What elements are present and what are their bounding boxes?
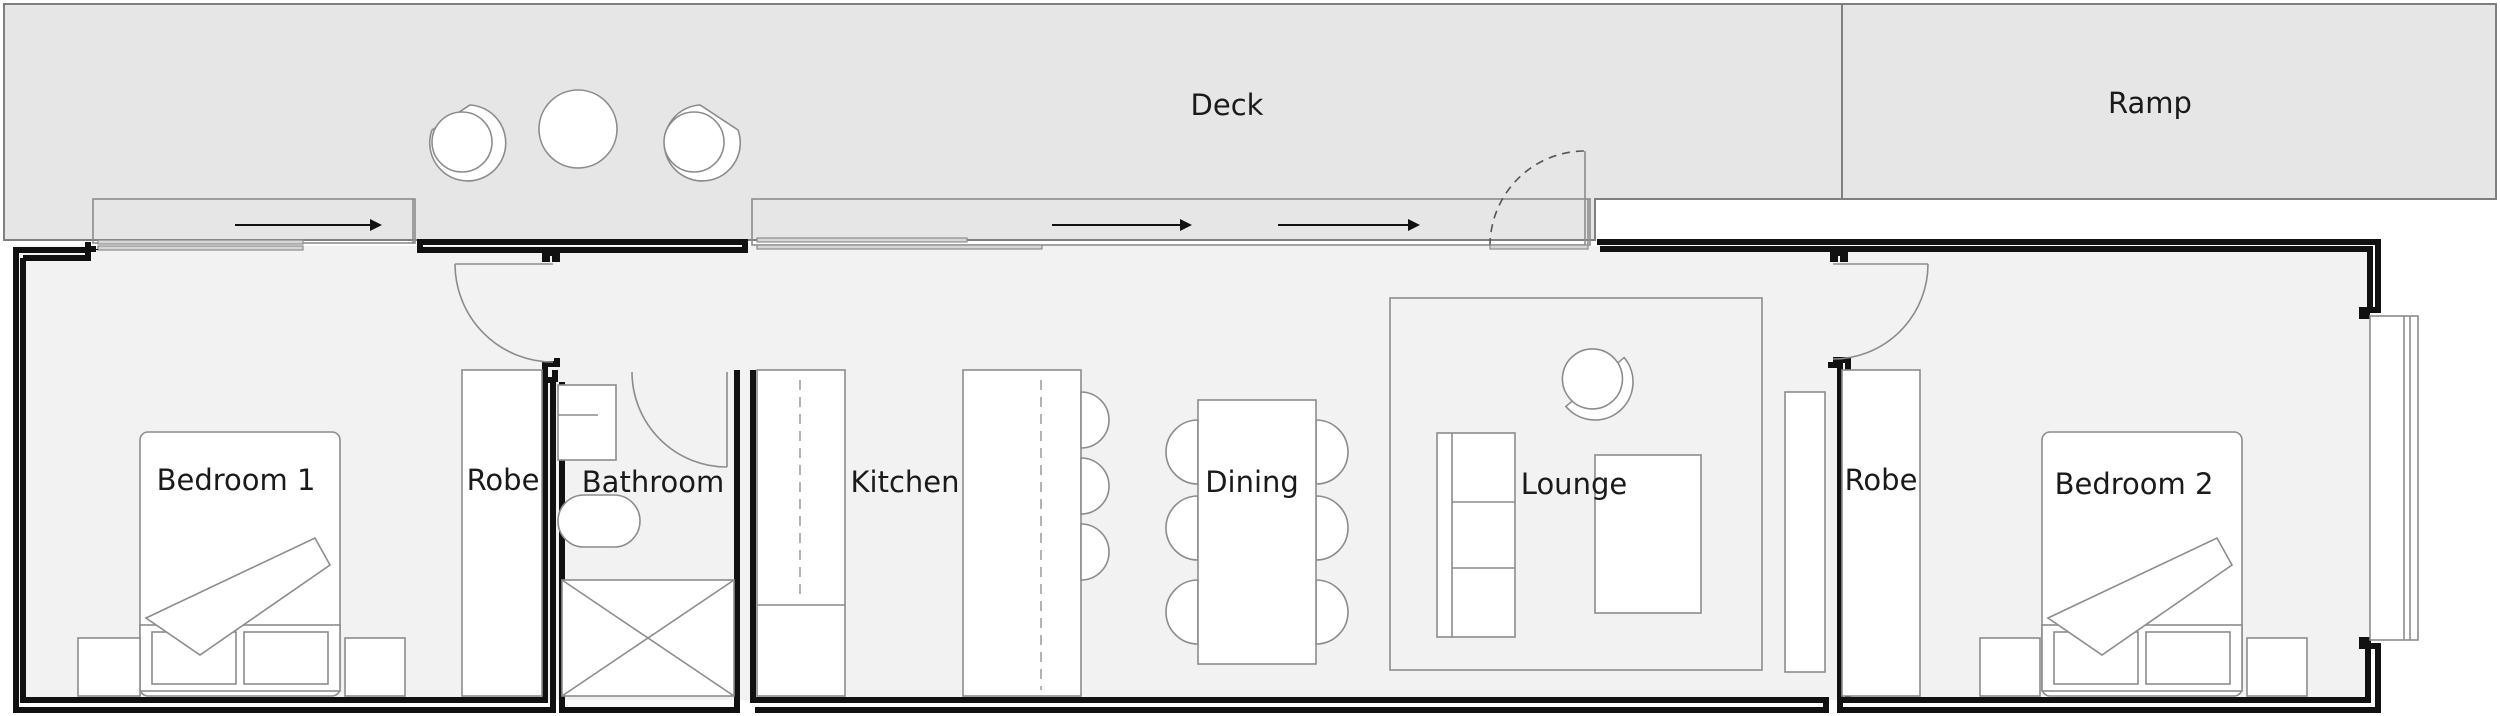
- bedroom1-label: Bedroom 1: [157, 463, 316, 497]
- vanity: [557, 384, 617, 461]
- bedroom1-furniture: [77, 369, 543, 697]
- dining-furniture: [1165, 399, 1349, 665]
- bedroom2-furniture: [1841, 369, 2308, 697]
- ramp-zone: [1841, 3, 2497, 200]
- deck-label: Deck: [1191, 88, 1264, 122]
- lounge-label: Lounge: [1521, 467, 1627, 501]
- ramp-label: Ramp: [2108, 86, 2192, 120]
- stool: [1080, 457, 1110, 515]
- deck-furniture: [428, 89, 742, 182]
- kitchen-label: Kitchen: [851, 465, 960, 499]
- sofa: [1436, 432, 1516, 638]
- kitchen-bench: [756, 369, 846, 697]
- robe1-label: Robe: [467, 463, 540, 497]
- bedroom2-label: Bedroom 2: [2055, 467, 2214, 501]
- robe-1: [461, 369, 543, 697]
- dining-table: [1197, 399, 1317, 665]
- dining-label: Dining: [1205, 465, 1299, 499]
- deck-chair-right: [663, 104, 742, 182]
- robe-2: [1841, 369, 1921, 697]
- sliding-doors: [92, 198, 1591, 251]
- robe2-label: Robe: [1845, 463, 1918, 497]
- tv-unit: [1784, 391, 1826, 673]
- armchair: [1561, 348, 1634, 421]
- bedroom2-window: [2369, 315, 2419, 641]
- bedside-table: [1979, 637, 2041, 697]
- stool: [1080, 523, 1110, 581]
- bedside-table: [344, 637, 406, 697]
- interior-doors: [454, 263, 1929, 468]
- bedside-table: [77, 637, 141, 697]
- toilet: [557, 494, 641, 548]
- entry-door: [1489, 150, 1589, 250]
- kitchen-furniture: [756, 369, 1110, 697]
- bathroom-label: Bathroom: [582, 465, 724, 499]
- coffee-table: [1594, 454, 1702, 614]
- bedside-table: [2246, 637, 2308, 697]
- stool: [1080, 391, 1110, 449]
- bathroom-fixtures: [557, 384, 735, 697]
- walls: [13, 239, 2381, 713]
- kitchen-island: [962, 369, 1082, 697]
- deck-table: [538, 89, 618, 169]
- lounge-furniture: [1389, 297, 1826, 673]
- deck-zone: [3, 3, 1843, 241]
- deck-chair-left: [428, 104, 507, 182]
